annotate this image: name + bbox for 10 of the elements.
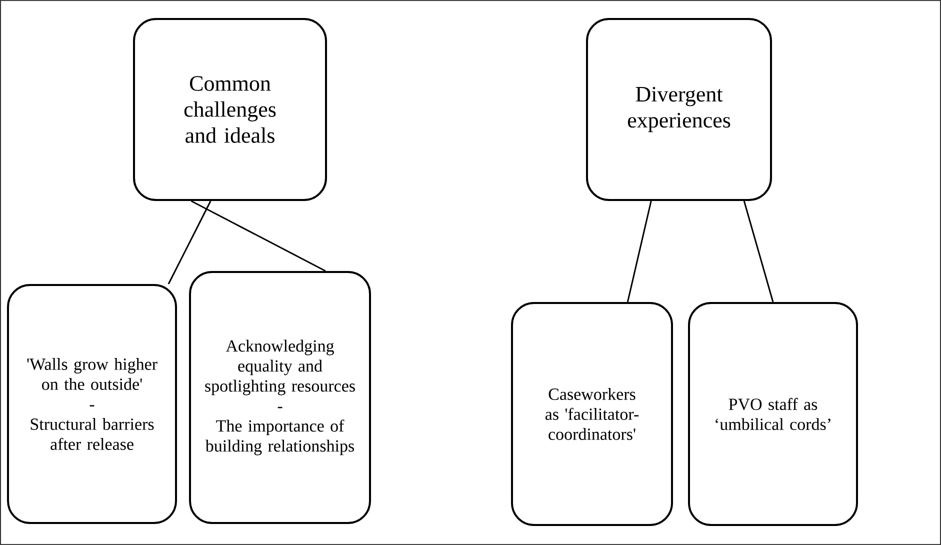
connector-line xyxy=(190,200,326,272)
rounded-box: Common challenges and ideals xyxy=(133,18,327,201)
rounded-box: Divergent experiences xyxy=(586,18,772,201)
rounded-box: Acknowledging equality and spotlighting resources - The importance of building relationships xyxy=(189,270,371,524)
connector-line xyxy=(626,200,652,302)
rounded-box: PVO staff as ‘umbilical cords’ xyxy=(688,302,858,526)
rounded-box: 'Walls grow higher on the outside' - Structural barriers after release xyxy=(7,284,177,524)
connector-line xyxy=(168,200,212,284)
connector-line xyxy=(743,200,774,302)
rounded-box: Caseworkers as 'facilitator-coordinators' xyxy=(511,302,673,526)
